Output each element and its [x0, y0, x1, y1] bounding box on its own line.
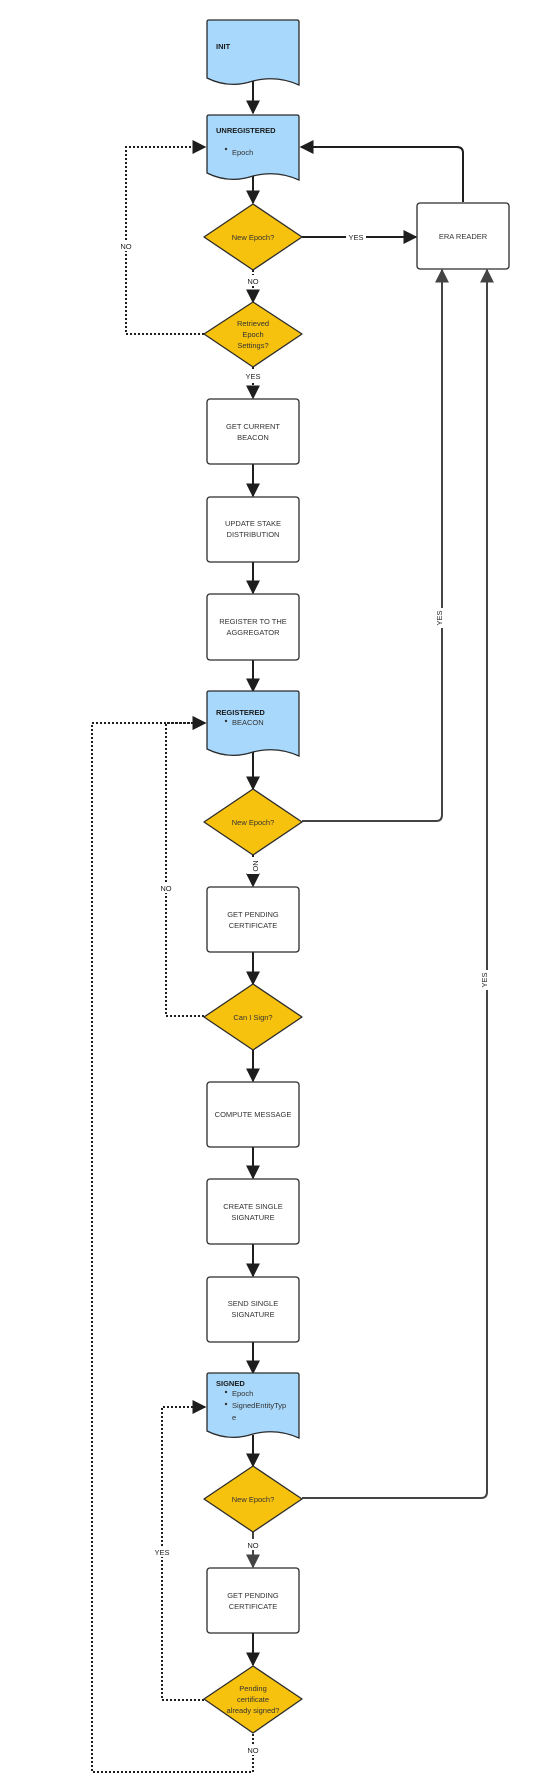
decision-retrieved-line3: Settings?	[237, 341, 268, 350]
action-get-current-beacon: GET CURRENT BEACON	[206, 398, 300, 465]
edge-era-unregistered	[299, 140, 464, 202]
edge-label-no-pending-2: NO	[247, 1541, 258, 1550]
state-unregistered: UNREGISTERED Epoch	[206, 114, 300, 182]
edge-label-yes-signed: YES	[154, 1548, 169, 1557]
action-get-pending-1-line1: GET PENDING	[227, 910, 279, 919]
decision-already-signed: Pending certificate already signed?	[203, 1665, 303, 1734]
decision-can-i-sign-text: Can I Sign?	[233, 1013, 272, 1022]
edge-label-no-pending-1: NO	[251, 860, 260, 871]
action-register-aggregator-line1: REGISTER TO THE	[219, 617, 287, 626]
action-get-pending-1: GET PENDING CERTIFICATE	[206, 886, 300, 953]
edge-label-no-registered-2: NO	[247, 1746, 258, 1755]
state-signed-title: SIGNED	[216, 1379, 245, 1388]
decision-already-signed-line2: certificate	[237, 1695, 269, 1704]
action-get-pending-2-line1: GET PENDING	[227, 1591, 279, 1600]
action-get-current-beacon-line2: BEACON	[237, 433, 269, 442]
action-send-signature-line2: SIGNATURE	[231, 1310, 274, 1319]
action-create-signature-line1: CREATE SINGLE	[223, 1202, 282, 1211]
state-registered-title: REGISTERED	[216, 708, 265, 717]
action-compute-message: COMPUTE MESSAGE	[206, 1081, 300, 1148]
edge-label-yes-era: YES	[348, 233, 363, 242]
edge-alreadysigned-registered	[91, 716, 254, 1773]
action-get-current-beacon-line1: GET CURRENT	[226, 422, 280, 431]
action-update-stake-line2: DISTRIBUTION	[227, 530, 280, 539]
edge-label-yes-era-2: YES	[435, 610, 444, 625]
edge-cansign-registered	[165, 716, 207, 1017]
action-get-pending-1-line2: CERTIFICATE	[229, 921, 277, 930]
action-create-signature: CREATE SINGLE SIGNATURE	[206, 1178, 300, 1245]
action-register-aggregator-line2: AGGREGATOR	[226, 628, 280, 637]
action-get-pending-2-line2: CERTIFICATE	[229, 1602, 277, 1611]
action-era-reader: ERA READER	[416, 202, 510, 270]
edge-label-no-retrieved: NO	[247, 277, 258, 286]
state-registered-item: BEACON	[232, 718, 264, 727]
edge-newepoch2-era	[302, 268, 449, 822]
decision-new-epoch-2: New Epoch?	[203, 788, 303, 856]
decision-new-epoch-2-text: New Epoch?	[232, 818, 275, 827]
state-unregistered-title: UNREGISTERED	[216, 126, 276, 135]
action-create-signature-line2: SIGNATURE	[231, 1213, 274, 1222]
edge-label-no-unregistered: NO	[120, 242, 131, 251]
action-update-stake: UPDATE STAKE DISTRIBUTION	[206, 496, 300, 563]
action-register-aggregator: REGISTER TO THE AGGREGATOR	[206, 593, 300, 661]
state-registered: REGISTERED BEACON	[206, 690, 300, 758]
decision-already-signed-line1: Pending	[239, 1684, 267, 1693]
action-era-reader-text: ERA READER	[439, 232, 488, 241]
state-init-title: INIT	[216, 42, 231, 51]
decision-new-epoch-1-text: New Epoch?	[232, 233, 275, 242]
edge-retrieved-unregistered	[125, 140, 207, 335]
edge-label-yes-era-3: YES	[480, 972, 489, 987]
action-send-signature: SEND SINGLE SIGNATURE	[206, 1276, 300, 1343]
decision-already-signed-line3: already signed?	[227, 1706, 280, 1715]
edge-newepoch3-era	[302, 268, 494, 1499]
decision-new-epoch-3-text: New Epoch?	[232, 1495, 275, 1504]
action-compute-message-text: COMPUTE MESSAGE	[215, 1110, 292, 1119]
decision-retrieved-settings: Retrieved Epoch Settings?	[203, 301, 303, 368]
state-signed-item-epoch: Epoch	[232, 1389, 253, 1398]
edge-labels: YES NO NO YES YES NO NO YES NO YES NO	[118, 231, 493, 1755]
state-signed-item-type: SignedEntityTyp	[232, 1401, 286, 1410]
decision-retrieved-line2: Epoch	[242, 330, 263, 339]
state-unregistered-item: Epoch	[232, 148, 253, 157]
decision-new-epoch-3: New Epoch?	[203, 1465, 303, 1533]
state-signed-item-type-cont: e	[232, 1413, 236, 1422]
action-update-stake-line1: UPDATE STAKE	[225, 519, 281, 528]
action-send-signature-line1: SEND SINGLE	[228, 1299, 278, 1308]
action-get-pending-2: GET PENDING CERTIFICATE	[206, 1567, 300, 1634]
state-init: INIT	[206, 19, 300, 87]
decision-can-i-sign: Can I Sign?	[203, 983, 303, 1051]
edge-label-yes-beacon: YES	[245, 372, 260, 381]
decision-new-epoch-1: New Epoch?	[203, 203, 303, 271]
decision-retrieved-line1: Retrieved	[237, 319, 269, 328]
edge-label-no-registered: NO	[160, 884, 171, 893]
state-signed: SIGNED Epoch SignedEntityTyp e	[206, 1372, 300, 1440]
